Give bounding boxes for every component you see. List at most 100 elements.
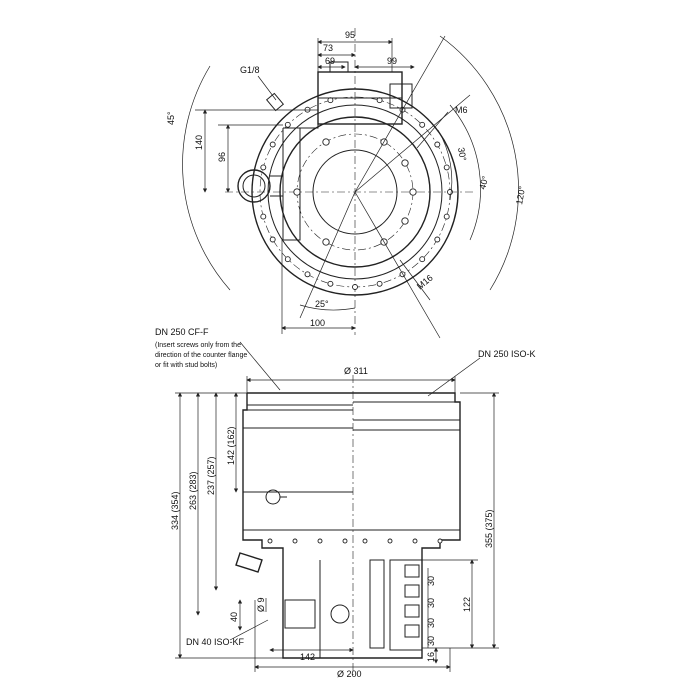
dim-30-d: 30 <box>426 636 436 646</box>
bolt-hole <box>419 121 426 128</box>
dim-16: 16 <box>426 652 436 662</box>
dim-9: Ø 9 <box>256 597 266 612</box>
dim-263: 263 (283) <box>188 471 198 510</box>
label-m16: M16 <box>415 273 435 292</box>
bolt-hole <box>376 280 383 287</box>
tapped-hole <box>401 217 409 225</box>
vent-hole <box>387 538 393 544</box>
dim-73: 73 <box>323 43 333 53</box>
dim-355: 355 (375) <box>484 509 494 548</box>
bolt-hole <box>284 121 291 128</box>
dim-142h: 142 (162) <box>226 426 236 465</box>
body-left <box>242 392 353 659</box>
g18-fitting <box>265 92 285 112</box>
vent-hole <box>437 538 443 544</box>
electronics-panel <box>389 559 423 651</box>
dim-99: 99 <box>387 56 397 66</box>
dim-122: 122 <box>462 597 472 612</box>
dim-30-a: 30 <box>426 576 436 586</box>
angle-45: 45° <box>166 111 176 125</box>
vent-hole <box>342 538 348 544</box>
arc-25 <box>299 304 356 311</box>
label-iso-k: DN 250 ISO-K <box>478 349 536 359</box>
dim-140: 140 <box>194 135 204 150</box>
arc-45 <box>182 65 231 291</box>
dim-142: 142 <box>300 652 315 662</box>
side-connector <box>389 83 413 109</box>
port-flange <box>237 169 271 203</box>
dim-95: 95 <box>345 30 355 40</box>
iso-kf-leader <box>229 619 269 641</box>
iso-k-leader <box>427 357 481 397</box>
label-cf-note1: (Insert screws only from the <box>155 342 241 349</box>
dim-30-b: 30 <box>426 598 436 608</box>
label-cf-note2: direction of the counter flange <box>155 352 247 359</box>
angle-120: 120° <box>514 185 527 205</box>
bolt-hole <box>327 280 334 287</box>
m16-leader <box>399 259 431 301</box>
bolt-hole <box>260 213 267 220</box>
bolt-hole <box>352 284 358 290</box>
bolt-hole <box>434 236 441 243</box>
connector-block <box>284 599 316 629</box>
dim-100: 100 <box>310 318 325 328</box>
tapped-hole <box>401 159 409 167</box>
angle-ray <box>354 35 446 193</box>
label-m6: M6 <box>455 105 468 115</box>
bolt-hole <box>269 141 276 148</box>
angle-ray <box>354 94 471 193</box>
body-right <box>353 392 461 659</box>
bolt-hole <box>269 236 276 243</box>
iso-kf-port <box>235 552 263 573</box>
dim-311: Ø 311 <box>344 366 368 376</box>
label-g18: G1/8 <box>240 65 260 75</box>
angle-ray <box>354 191 441 339</box>
connector-slot <box>404 604 420 618</box>
cf-leader <box>239 341 281 391</box>
bolt-hole <box>260 164 267 171</box>
dim-40: 40 <box>229 612 239 622</box>
arc-30 <box>437 129 453 201</box>
side-body <box>282 124 319 241</box>
bolt-hole <box>304 271 311 278</box>
side-view: DN 250 CF-F (Insert screws only from the… <box>155 327 536 679</box>
angle-25: 25° <box>315 299 329 309</box>
dim-334: 334 (354) <box>170 491 180 530</box>
vent-holes <box>267 538 443 544</box>
bolt-hole <box>419 256 426 263</box>
angle-ray <box>299 191 356 319</box>
bolt-hole <box>434 141 441 148</box>
tapped-hole <box>409 188 417 196</box>
connector-round <box>330 604 350 624</box>
bolt-hole <box>284 256 291 263</box>
vent-hole <box>362 538 368 544</box>
top-view: 95 73 69 99 G1/8 M6 45° 140 96 30° 40° 1… <box>166 28 527 339</box>
tapped-hole <box>322 238 330 246</box>
connector-slot <box>404 584 420 598</box>
connector-slot <box>404 564 420 578</box>
bolt-hole <box>443 164 450 171</box>
dim-96: 96 <box>217 152 227 162</box>
connector-slot <box>404 624 420 638</box>
inner-tapped-holes <box>293 138 417 246</box>
angle-40: 40° <box>477 174 490 190</box>
dim-30-c: 30 <box>426 618 436 628</box>
arc-120 <box>439 35 519 291</box>
vent-hole <box>267 538 273 544</box>
label-iso-kf: DN 40 ISO-KF <box>186 637 245 647</box>
g18-leader <box>257 75 277 101</box>
dim-237: 237 (257) <box>206 456 216 495</box>
dim-200: Ø 200 <box>337 669 362 679</box>
dim-69: 69 <box>325 56 335 66</box>
vent-hole <box>292 538 298 544</box>
vent-hole <box>412 538 418 544</box>
arc-40 <box>449 104 481 241</box>
port-bore <box>242 174 266 198</box>
bolt-hole <box>443 213 450 220</box>
vent-hole <box>317 538 323 544</box>
label-cf: DN 250 CF-F <box>155 327 209 337</box>
tapped-hole <box>322 138 330 146</box>
m6-leader <box>416 111 449 149</box>
outer-bolt-holes <box>260 97 453 290</box>
